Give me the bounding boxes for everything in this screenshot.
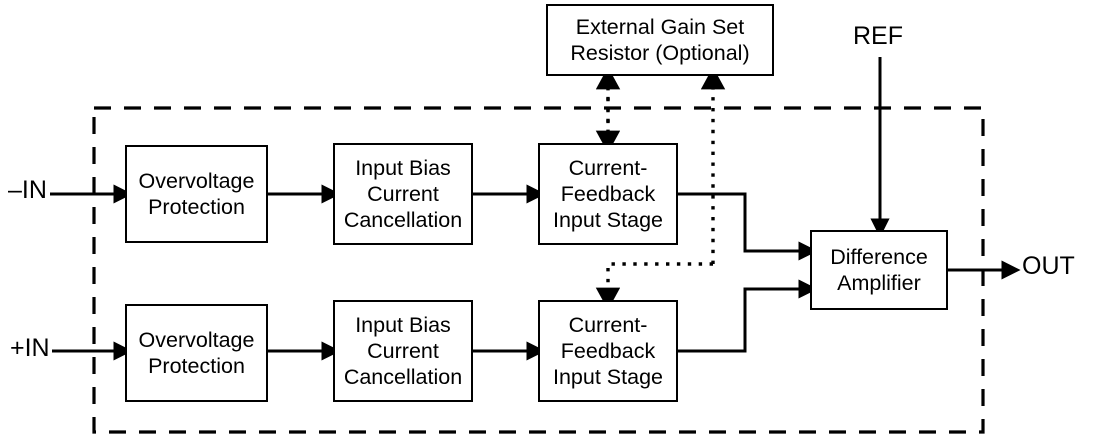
block-difference-amplifier[interactable]: Difference Amplifier — [810, 230, 948, 310]
block-label-line: Protection — [148, 354, 245, 378]
wire-cf-top-to-diffamp — [678, 192, 818, 261]
pin-label-ref: REF — [853, 22, 903, 50]
pin-label-minus-in: –IN — [8, 176, 47, 204]
wire-cf-bottom-to-diffamp — [678, 279, 818, 353]
block-label-line: Input Stage — [553, 208, 663, 233]
block-label-line: External Gain Set — [575, 14, 745, 39]
block-overvoltage-protection-bottom[interactable]: Overvoltage Protection — [125, 304, 268, 402]
block-label-line: Difference — [830, 244, 928, 269]
block-overvoltage-protection-top[interactable]: Overvoltage Protection — [125, 145, 268, 243]
block-label-line: Current- — [568, 155, 648, 180]
block-external-gain-set-resistor[interactable]: External Gain Set Resistor (Optional) — [546, 4, 774, 76]
block-label-line: Input Bias — [355, 155, 451, 180]
block-current-feedback-input-stage-top[interactable]: Current- Feedback Input Stage — [538, 143, 678, 245]
pin-label-plus-in: +IN — [10, 334, 50, 362]
block-label-line: Protection — [148, 195, 245, 219]
block-label-line: Input Stage — [553, 365, 663, 390]
block-label-line: Amplifier — [837, 271, 921, 295]
block-label-line: Cancellation — [343, 208, 463, 233]
block-label-line: Current- — [568, 312, 648, 337]
block-label-line: Cancellation — [343, 365, 463, 390]
block-label-line: Current — [367, 338, 439, 363]
pin-label-out: OUT — [1022, 252, 1075, 280]
block-input-bias-current-cancellation-bottom[interactable]: Input Bias Current Cancellation — [333, 300, 473, 402]
block-label-line: Overvoltage — [138, 168, 255, 193]
block-label-line: Resistor (Optional) — [570, 41, 750, 65]
device-boundary-outline — [92, 106, 985, 434]
block-input-bias-current-cancellation-top[interactable]: Input Bias Current Cancellation — [333, 143, 473, 245]
block-label-line: Feedback — [560, 338, 656, 363]
block-label-line: Overvoltage — [138, 327, 255, 352]
block-label-line: Feedback — [560, 181, 656, 206]
block-current-feedback-input-stage-bottom[interactable]: Current- Feedback Input Stage — [538, 300, 678, 402]
block-label-line: Current — [367, 181, 439, 206]
block-label-line: Input Bias — [355, 312, 451, 337]
wire-gainset-to-cf-bottom — [595, 66, 726, 311]
